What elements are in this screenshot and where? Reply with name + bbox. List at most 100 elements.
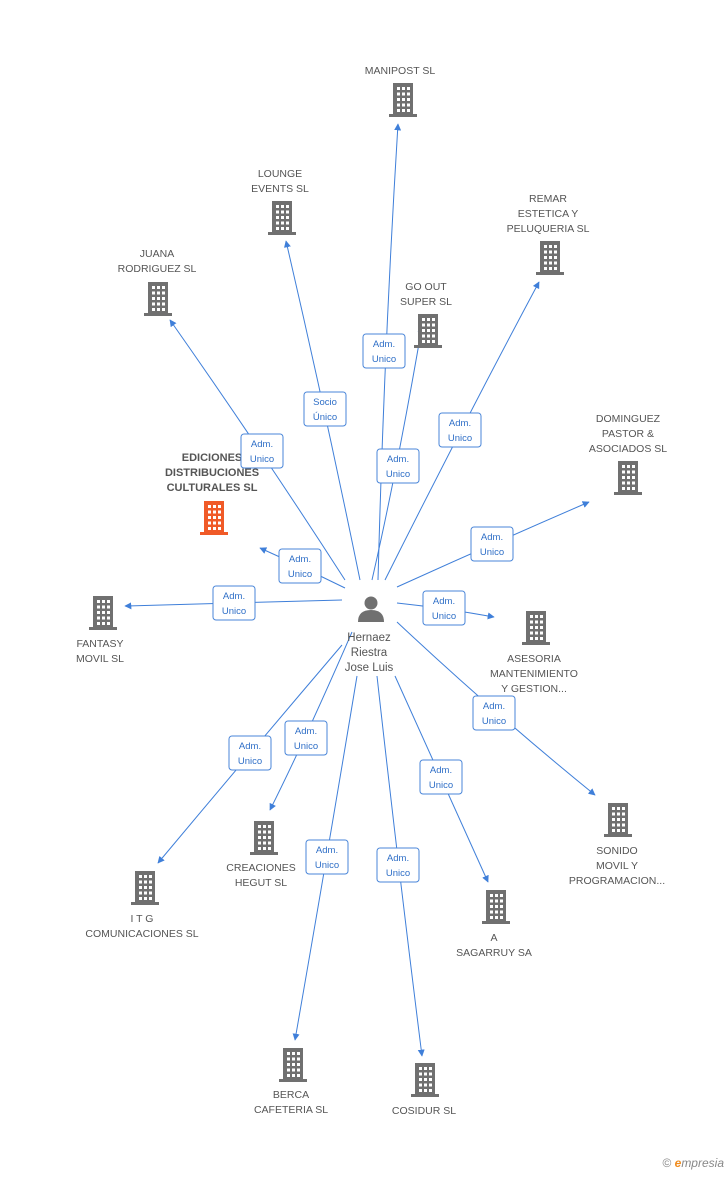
person-icon — [358, 596, 384, 622]
role-badge[interactable]: Adm. Unico — [438, 412, 482, 448]
company-label: COMUNICACIONES SL — [85, 928, 198, 940]
company-label: JUANA — [140, 248, 174, 260]
role-badge[interactable]: Adm.Unico — [228, 735, 272, 771]
role-badge[interactable]: Adm. Unico — [362, 333, 406, 369]
role-badge-box — [303, 391, 347, 427]
company-label: ASESORIA — [507, 653, 561, 665]
role-badge-box — [212, 585, 256, 621]
company-label: SUPER SL — [400, 296, 452, 308]
role-badge[interactable]: Adm. Unico — [419, 759, 463, 795]
company-node-cosidur[interactable]: COSIDUR SL — [392, 1063, 456, 1117]
company-label: RODRIGUEZ SL — [118, 263, 197, 275]
role-badge[interactable]: Adm.Unico — [472, 695, 516, 731]
company-node-remar[interactable]: REMAR ESTETICA Y PELUQUERIA SL — [507, 193, 590, 275]
role-badge[interactable]: Adm.Unico — [212, 585, 256, 621]
role-badge[interactable]: Adm.Unico — [470, 526, 514, 562]
role-text: Unico — [429, 780, 453, 791]
role-badge-box — [240, 433, 284, 469]
role-text: Adm. — [223, 591, 245, 602]
role-badge-box — [376, 847, 420, 883]
role-text: Adm. — [316, 845, 338, 856]
role-text: Unico — [386, 868, 410, 879]
company-label: COSIDUR SL — [392, 1105, 456, 1117]
building-icon — [250, 821, 278, 855]
building-icon — [279, 1048, 307, 1082]
company-label: I T G — [131, 913, 154, 925]
role-badge[interactable]: Adm. Unico — [376, 847, 420, 883]
role-badge[interactable]: Adm. Unico — [284, 720, 328, 756]
company-label: FANTASY — [76, 638, 123, 650]
brand-e: e — [674, 1156, 682, 1170]
company-node-itg[interactable]: I T G COMUNICACIONES SL — [85, 871, 199, 940]
company-label: MOVIL SL — [76, 653, 124, 665]
role-text: Adm. — [430, 765, 452, 776]
role-text: Adm. — [387, 454, 409, 465]
role-badge-box — [472, 695, 516, 731]
role-text: Unico — [238, 756, 262, 767]
company-node-fantasy[interactable]: FANTASY MOVIL SL — [76, 596, 124, 665]
building-icon — [144, 282, 172, 316]
role-badge[interactable]: Adm.Unico — [376, 448, 420, 484]
company-label: EVENTS SL — [251, 183, 309, 195]
company-label: REMAR — [529, 193, 567, 205]
company-label: CREACIONES — [226, 862, 295, 874]
company-label: DISTRIBUCIONES — [165, 467, 259, 479]
building-icon — [200, 501, 228, 535]
role-badge-box — [419, 759, 463, 795]
role-badge[interactable]: Adm.Unico — [422, 590, 466, 626]
company-label: MOVIL Y — [596, 860, 638, 872]
building-icon — [131, 871, 159, 905]
role-text: Unico — [288, 569, 312, 580]
role-text: Adm. — [295, 726, 317, 737]
role-text: Unico — [294, 741, 318, 752]
role-text: Unico — [448, 433, 472, 444]
company-label: PROGRAMACION... — [569, 875, 665, 887]
role-text: Adm. — [449, 418, 471, 429]
building-icon — [414, 314, 442, 348]
building-icon — [536, 241, 564, 275]
company-label: HEGUT SL — [235, 877, 287, 889]
role-text: Adm. — [289, 554, 311, 565]
company-node-manipost[interactable]: MANIPOST SL — [365, 65, 436, 117]
role-text: Adm. — [251, 439, 273, 450]
role-text: Único — [313, 412, 337, 423]
role-text: Adm. — [433, 596, 455, 607]
company-label: MANIPOST SL — [365, 65, 436, 77]
role-text: Adm. — [373, 339, 395, 350]
building-icon — [411, 1063, 439, 1097]
role-badge-box — [284, 720, 328, 756]
company-node-sagarruy[interactable]: A SAGARRUY SA — [456, 890, 532, 959]
company-label: PASTOR & — [602, 428, 654, 440]
role-badge[interactable]: Adm. Unico — [278, 548, 322, 584]
role-badge[interactable]: Adm.Unico — [305, 839, 349, 875]
company-label: SAGARRUY SA — [456, 947, 532, 959]
brand-name: mpresia — [681, 1156, 724, 1170]
role-text: Unico — [372, 354, 396, 365]
company-label: ESTETICA Y — [518, 208, 579, 220]
person-label: Hernaez — [347, 632, 391, 644]
role-text: Adm. — [483, 701, 505, 712]
building-icon — [89, 596, 117, 630]
company-node-juana[interactable]: JUANA RODRIGUEZ SL — [118, 248, 197, 316]
company-label: A — [490, 932, 497, 944]
role-badge[interactable]: Adm.Unico — [240, 433, 284, 469]
role-text: Socio — [313, 397, 337, 408]
company-node-creaciones[interactable]: CREACIONES HEGUT SL — [226, 821, 296, 889]
role-badge-box — [376, 448, 420, 484]
role-text: Adm. — [387, 853, 409, 864]
company-label: DOMINGUEZ — [596, 413, 661, 425]
building-icon — [522, 611, 550, 645]
company-label: PELUQUERIA SL — [507, 223, 590, 235]
